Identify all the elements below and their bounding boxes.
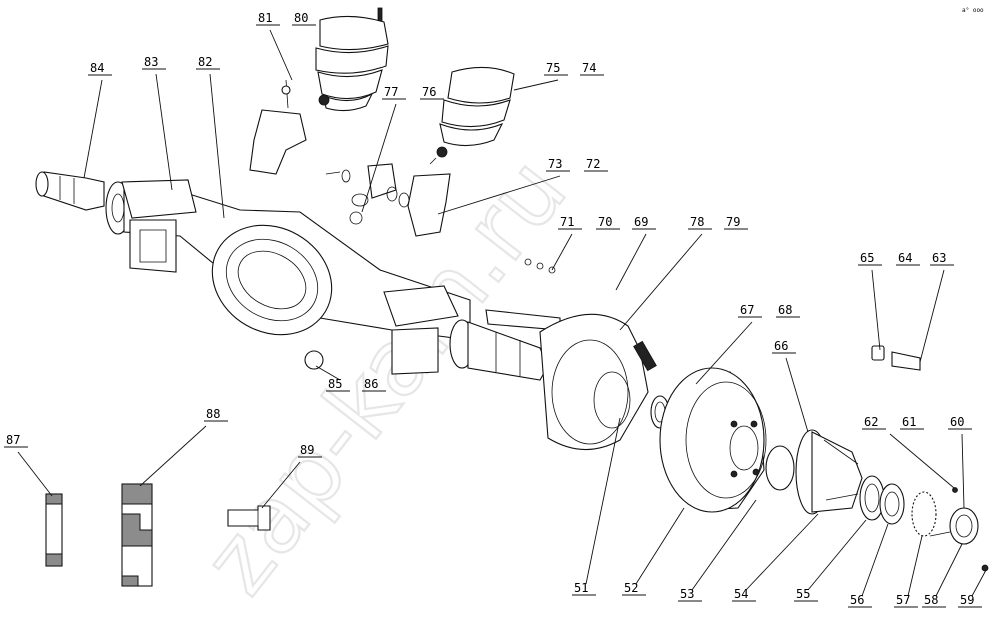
leader-58 <box>935 543 963 597</box>
wheel-hub <box>765 429 863 515</box>
brake-assembly <box>524 258 657 451</box>
callout-53: 53 <box>680 587 694 601</box>
leader-71 <box>551 233 573 271</box>
callout-68: 68 <box>778 303 792 317</box>
leader-55 <box>807 519 867 591</box>
leader-89 <box>261 461 301 509</box>
callout-80: 80 <box>294 11 308 25</box>
leader-60 <box>961 433 965 509</box>
hub-cap <box>929 507 979 545</box>
callout-66: 66 <box>774 339 788 353</box>
callout-88: 88 <box>206 407 220 421</box>
callout-77: 77 <box>384 85 398 99</box>
bearing-set <box>859 475 937 537</box>
detail-88 <box>121 483 153 587</box>
callout-85: 85 <box>328 377 342 391</box>
callout-65: 65 <box>860 251 874 265</box>
axle-housing <box>35 171 561 381</box>
leader-83 <box>155 73 173 191</box>
air-spring-right <box>429 66 515 165</box>
callout-71: 71 <box>560 215 574 229</box>
leader-73 <box>437 175 561 215</box>
corner-mark: a° ooo <box>962 7 984 14</box>
leader-53 <box>691 499 757 591</box>
callout-60: 60 <box>950 415 964 429</box>
leader-82 <box>209 73 225 219</box>
leader-61 <box>889 433 955 489</box>
leader-59 <box>971 569 987 597</box>
leader-75 <box>513 79 559 91</box>
bracket-left <box>249 79 307 175</box>
callout-75: 75 <box>546 61 560 75</box>
leader-51 <box>585 417 621 585</box>
bolt-assembly <box>871 345 989 572</box>
leader-85 <box>315 365 341 381</box>
callout-67: 67 <box>740 303 754 317</box>
callout-59: 59 <box>960 593 974 607</box>
leader-81 <box>269 29 293 81</box>
callout-82: 82 <box>198 55 212 69</box>
callout-57: 57 <box>896 593 910 607</box>
leader-88 <box>139 425 207 487</box>
callout-56: 56 <box>850 593 864 607</box>
callout-89: 89 <box>300 443 314 457</box>
callout-51: 51 <box>574 581 588 595</box>
callout-79: 79 <box>726 215 740 229</box>
leader-78 <box>619 233 703 331</box>
leader-87 <box>17 451 53 497</box>
hardware-washers <box>325 169 410 208</box>
callout-70: 70 <box>598 215 612 229</box>
leader-84 <box>83 79 103 179</box>
callout-81: 81 <box>258 11 272 25</box>
leader-69 <box>615 233 647 291</box>
callout-83: 83 <box>144 55 158 69</box>
callout-52: 52 <box>624 581 638 595</box>
detail-87 <box>45 493 63 567</box>
leader-67 <box>695 321 753 385</box>
callout-69: 69 <box>634 215 648 229</box>
leader-lines <box>4 24 987 608</box>
callout-63: 63 <box>932 251 946 265</box>
callout-61: 61 <box>902 415 916 429</box>
callout-62: 62 <box>864 415 878 429</box>
leader-77 <box>361 103 397 213</box>
callout-74: 74 <box>582 61 596 75</box>
leader-66 <box>785 357 809 433</box>
leader-54 <box>745 513 819 591</box>
leader-56 <box>861 523 889 597</box>
leader-52 <box>635 507 685 585</box>
leader-65 <box>871 269 881 351</box>
callout-54: 54 <box>734 587 748 601</box>
callout-87: 87 <box>6 433 20 447</box>
callout-78: 78 <box>690 215 704 229</box>
brake-drum <box>659 367 767 513</box>
callout-labels: 51 52 53 54 55 56 57 58 59 60 61 62 63 64 65 66 67 68 69 70… <box>6 11 974 607</box>
callout-58: 58 <box>924 593 938 607</box>
air-spring-left <box>315 7 389 112</box>
leader-63 <box>919 269 945 363</box>
detail-89 <box>227 505 271 531</box>
callout-84: 84 <box>90 61 104 75</box>
callout-86: 86 <box>364 377 378 391</box>
callout-55: 55 <box>796 587 810 601</box>
leader-57 <box>907 535 923 597</box>
callout-72: 72 <box>586 157 600 171</box>
callout-64: 64 <box>898 251 912 265</box>
callout-73: 73 <box>548 157 562 171</box>
callout-76: 76 <box>422 85 436 99</box>
bracket-right <box>349 163 451 237</box>
